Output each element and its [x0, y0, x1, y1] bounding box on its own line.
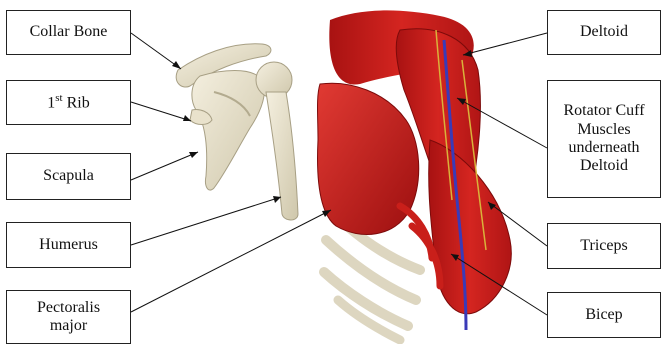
label-text: Bicep	[585, 306, 622, 324]
leader-first-rib	[131, 102, 191, 121]
label-text-line1: Pectoralis	[37, 299, 100, 317]
arrowhead	[172, 61, 181, 69]
label-collar-bone: Collar Bone	[6, 10, 131, 55]
label-first-rib: 1st Rib	[6, 80, 131, 125]
label-text: Humerus	[39, 236, 98, 254]
label-text: Collar Bone	[30, 23, 108, 41]
muscle-illustration	[318, 10, 512, 340]
label-text-line2: major	[50, 317, 87, 335]
leader-collar-bone	[131, 33, 181, 69]
label-pectoralis-major: Pectoralis major	[6, 290, 131, 344]
label-text: Scapula	[43, 167, 94, 185]
label-scapula: Scapula	[6, 153, 131, 200]
label-text-line1: Rotator Cuff	[563, 102, 644, 120]
label-text: Deltoid	[580, 23, 628, 41]
label-text-line4: Deltoid	[580, 157, 628, 175]
first-rib-word: Rib	[63, 94, 90, 111]
label-triceps: Triceps	[547, 223, 661, 269]
leader-scapula	[131, 152, 198, 180]
bone-illustration	[176, 44, 298, 220]
leader-deltoid	[463, 33, 547, 55]
label-bicep: Bicep	[547, 292, 661, 338]
arrowhead	[273, 196, 281, 203]
label-text-line2: Muscles	[577, 121, 630, 139]
leader-pectoralis	[131, 210, 331, 312]
label-text-line3: underneath	[568, 139, 639, 157]
first-rib-superscript: st	[55, 92, 62, 104]
label-text: 1st Rib	[47, 92, 89, 113]
arrowhead	[183, 115, 191, 121]
leader-humerus	[131, 197, 281, 245]
label-text: Triceps	[580, 237, 627, 255]
label-humerus: Humerus	[6, 222, 131, 268]
label-deltoid: Deltoid	[547, 10, 661, 55]
label-rotator-cuff: Rotator Cuff Muscles underneath Deltoid	[547, 80, 661, 198]
